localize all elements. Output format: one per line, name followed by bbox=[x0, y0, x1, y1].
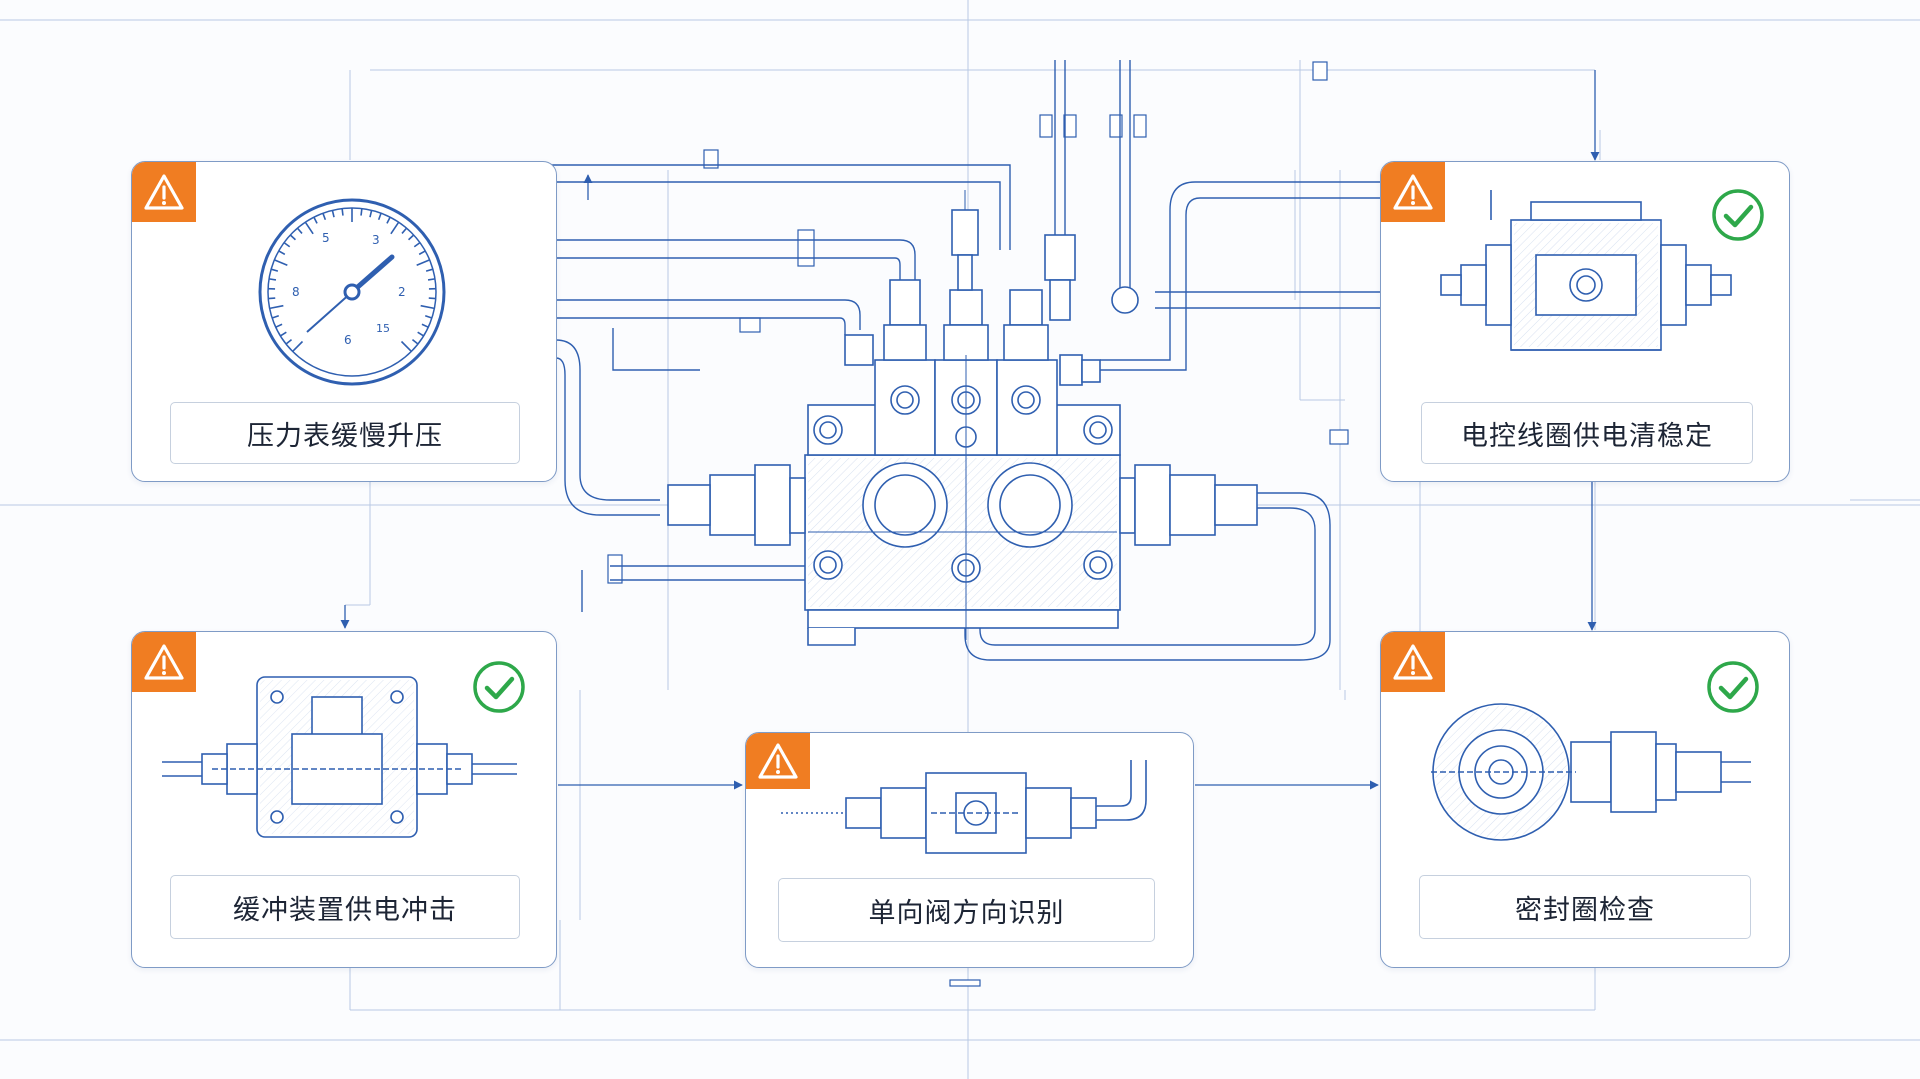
gauge-tick bbox=[428, 297, 436, 300]
check-valve-icon bbox=[781, 760, 1147, 854]
gauge-tick bbox=[360, 208, 363, 216]
gauge-tick bbox=[269, 304, 284, 310]
gauge-tick bbox=[279, 331, 287, 337]
gauge-tick bbox=[270, 268, 279, 272]
gauge-tick bbox=[411, 339, 419, 345]
gauge-tick bbox=[296, 227, 303, 234]
card-label: 压力表缓慢升压 bbox=[170, 402, 520, 464]
gauge-tick bbox=[407, 234, 415, 241]
card-solenoid-coil: 电控线圈供电清稳定 bbox=[1380, 161, 1790, 482]
gauge-tick bbox=[268, 278, 277, 281]
gauge-tick bbox=[283, 241, 291, 248]
card-label: 密封圈检查 bbox=[1419, 875, 1751, 939]
valve-block bbox=[667, 209, 1258, 646]
flow-arrows bbox=[340, 70, 1600, 790]
gauge-tick bbox=[331, 210, 335, 218]
check-icon bbox=[473, 661, 525, 713]
check-icon bbox=[1712, 189, 1764, 241]
buffer-device-icon bbox=[162, 676, 517, 838]
card-label: 单向阀方向识别 bbox=[778, 878, 1155, 942]
gauge-tick bbox=[400, 340, 412, 352]
gauge-tick bbox=[275, 323, 283, 328]
gauge-tick bbox=[416, 259, 430, 266]
warning-icon bbox=[1381, 632, 1445, 692]
pipe-lines bbox=[540, 60, 1380, 661]
gauge-tick bbox=[425, 268, 434, 272]
block-centerlines bbox=[808, 190, 1117, 640]
gauge-tick bbox=[377, 212, 382, 221]
gauge-tick-label: 2 bbox=[398, 285, 406, 299]
gauge-tick bbox=[313, 216, 318, 224]
gauge-tick bbox=[417, 331, 425, 337]
gauge-tick bbox=[322, 212, 327, 221]
seal-ring-icon bbox=[1431, 703, 1751, 841]
card-buffer-device: 缓冲装置供电冲击 bbox=[131, 631, 557, 968]
warning-icon bbox=[132, 632, 196, 692]
gauge-tick bbox=[278, 250, 286, 256]
card-label: 电控线圈供电清稳定 bbox=[1421, 402, 1753, 464]
warning-icon bbox=[132, 162, 196, 222]
gauge-tick bbox=[268, 297, 276, 300]
gauge-tick-label: 5 bbox=[322, 231, 330, 245]
check-icon bbox=[1707, 661, 1759, 713]
gauge-tick bbox=[285, 339, 293, 345]
warning-icon bbox=[1381, 162, 1445, 222]
pressure-gauge-icon: 5 3 2 8 6 15 bbox=[258, 198, 446, 386]
gauge-tick bbox=[369, 210, 373, 218]
gauge-tick bbox=[427, 278, 436, 281]
gauge-tick-label: 6 bbox=[344, 333, 352, 347]
gauge-tick bbox=[418, 250, 426, 256]
gauge-tick bbox=[386, 216, 391, 224]
gauge-tick bbox=[274, 259, 288, 266]
gauge-tick-label: 3 bbox=[372, 233, 380, 247]
gauge-tick bbox=[413, 241, 421, 248]
gauge-tick bbox=[292, 340, 304, 352]
gauge-tick bbox=[271, 315, 280, 319]
warning-icon bbox=[746, 733, 810, 789]
gauge-tick-label: 15 bbox=[376, 322, 390, 335]
card-seal-ring: 密封圈检查 bbox=[1380, 631, 1790, 968]
card-label: 缓冲装置供电冲击 bbox=[170, 875, 520, 939]
card-check-valve: 单向阀方向识别 bbox=[745, 732, 1194, 968]
gauge-tick bbox=[341, 208, 344, 216]
gauge-tick bbox=[401, 227, 408, 234]
card-pressure-gauge: 5 3 2 8 6 15 压力表缓慢升压 bbox=[131, 161, 557, 482]
tag-markers bbox=[607, 61, 1349, 987]
gauge-tick bbox=[289, 234, 297, 241]
gauge-tick-label: 8 bbox=[292, 285, 300, 299]
gauge-tick bbox=[421, 323, 429, 328]
solenoid-coil-icon bbox=[1440, 190, 1732, 351]
gauge-tick bbox=[424, 315, 433, 319]
gauge-tick bbox=[420, 304, 435, 310]
gauge-tick bbox=[390, 221, 400, 235]
gauge-tick bbox=[304, 221, 314, 235]
